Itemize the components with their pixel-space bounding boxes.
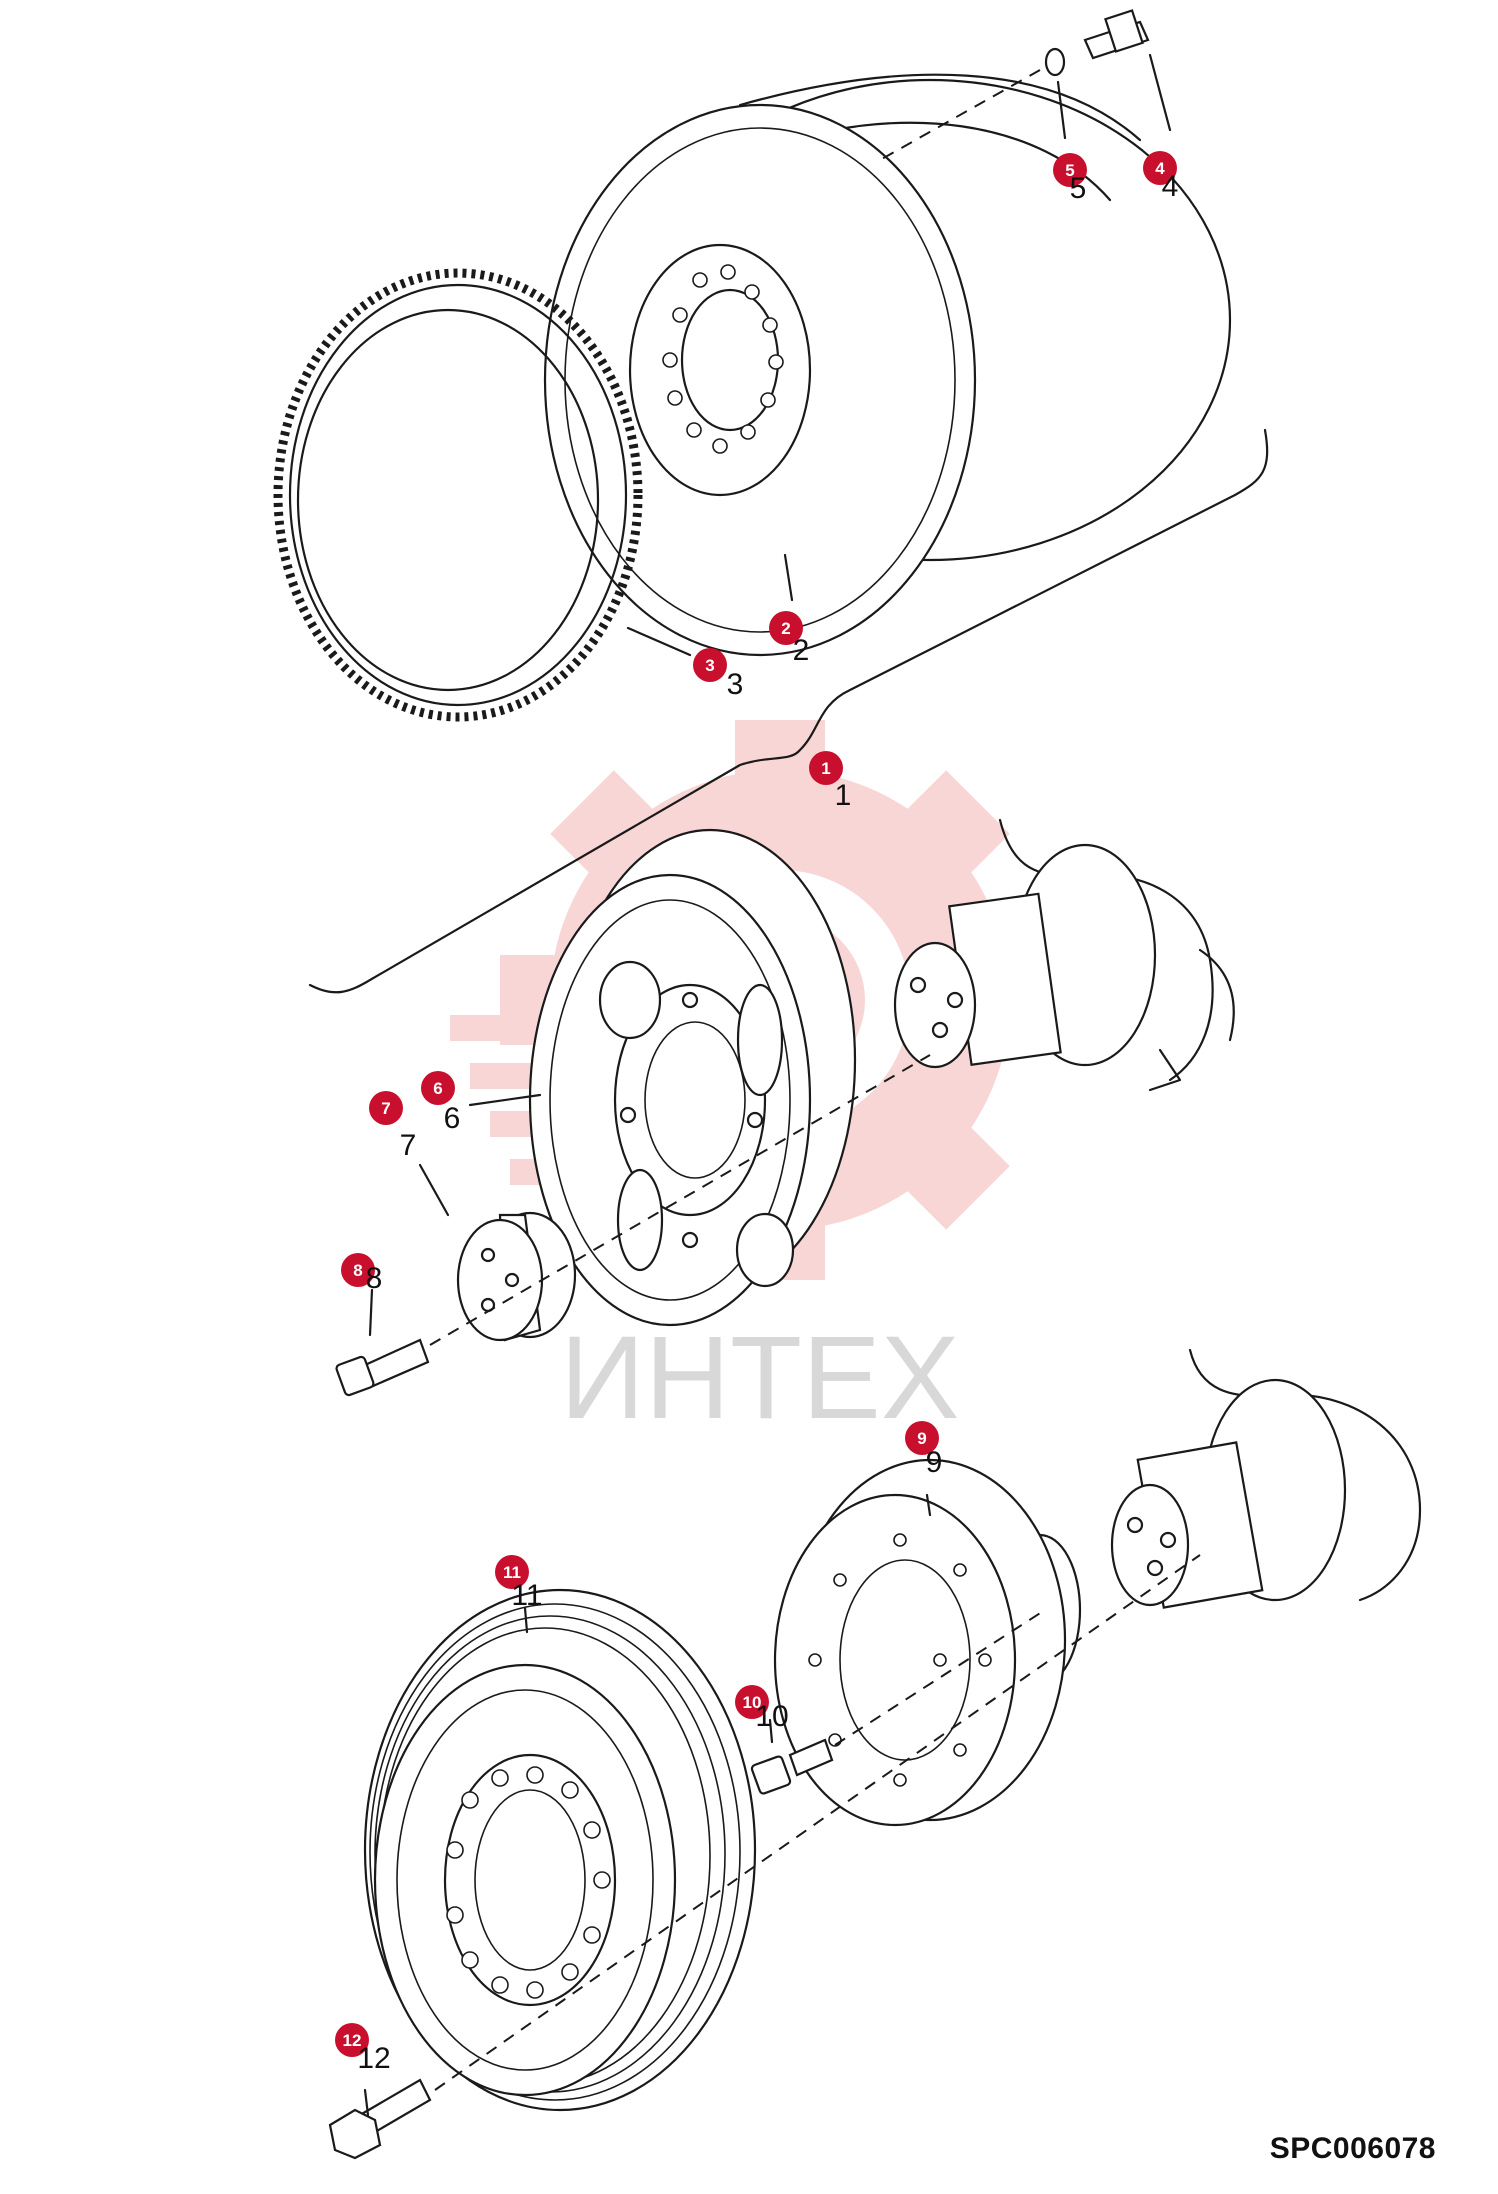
callout-badge bbox=[735, 1685, 769, 1719]
callout-badge bbox=[809, 751, 843, 785]
callout-number-label: 6 bbox=[444, 1102, 461, 1135]
crankshaft-upper bbox=[893, 818, 1235, 1092]
callout-badge-number: 4 bbox=[1155, 159, 1165, 178]
callout-badge-number: 3 bbox=[705, 656, 714, 675]
callout-5[interactable]: 5 5 bbox=[1053, 153, 1087, 205]
assembly-bracket-line bbox=[308, 428, 1269, 994]
callout-7[interactable]: 7 7 bbox=[369, 1091, 416, 1162]
callout-badge-number: 8 bbox=[353, 1261, 362, 1280]
callout-number-label: 1 bbox=[835, 779, 852, 812]
flywheel-washer bbox=[1044, 47, 1066, 77]
callout-10[interactable]: 10 10 bbox=[735, 1685, 789, 1733]
callout-badge bbox=[693, 648, 727, 682]
callout-badge bbox=[369, 1091, 403, 1125]
drawing-code: SPC006078 bbox=[1269, 2132, 1436, 2165]
callout-badge bbox=[341, 1253, 375, 1287]
callout-badge-number: 9 bbox=[917, 1429, 926, 1448]
callout-badge-number: 7 bbox=[381, 1099, 390, 1118]
upper-pulley bbox=[528, 828, 857, 1327]
flywheel bbox=[543, 73, 1232, 657]
upper-pulley-bolt bbox=[335, 1338, 430, 1397]
lower-pulley-bolt bbox=[328, 2078, 432, 2160]
callout-number-label: 7 bbox=[400, 1129, 417, 1162]
watermark-text: ИНТЕХ bbox=[560, 1312, 960, 1444]
damper-bolt bbox=[750, 1738, 834, 1795]
crankshaft-lower bbox=[1110, 1348, 1422, 1609]
callout-number-label: 11 bbox=[511, 1579, 542, 1612]
callout-6[interactable]: 6 6 bbox=[421, 1071, 460, 1135]
callout-badge bbox=[905, 1421, 939, 1455]
callout-badge bbox=[495, 1555, 529, 1589]
callout-number-label: 3 bbox=[727, 668, 744, 701]
callout-2[interactable]: 2 2 bbox=[769, 611, 809, 667]
vibration-damper bbox=[773, 1458, 1082, 1827]
callout-number-label: 9 bbox=[926, 1446, 943, 1479]
callout-badge bbox=[1053, 153, 1087, 187]
ring-gear bbox=[273, 268, 643, 722]
callout-number-label: 4 bbox=[1162, 170, 1179, 203]
spacer-hub bbox=[456, 1211, 577, 1342]
callout-badge bbox=[335, 2023, 369, 2057]
callout-number-label: 8 bbox=[366, 1262, 383, 1295]
lower-axis-line bbox=[434, 1554, 1201, 2091]
callout-badge-number: 5 bbox=[1065, 161, 1074, 180]
callout-number-label: 2 bbox=[793, 634, 810, 667]
callout-9[interactable]: 9 9 bbox=[905, 1421, 942, 1479]
callout-number-label: 5 bbox=[1070, 172, 1087, 205]
flywheel-bolt bbox=[1083, 9, 1150, 60]
leader-lines bbox=[363, 53, 1172, 2117]
callout-1[interactable]: 1 1 bbox=[809, 751, 851, 812]
callout-12[interactable]: 12 12 bbox=[335, 2023, 391, 2075]
callout-badge bbox=[769, 611, 803, 645]
callout-4[interactable]: 4 4 bbox=[1143, 151, 1178, 203]
callout-badge-number: 2 bbox=[781, 619, 790, 638]
callout-number-label: 10 bbox=[755, 1700, 788, 1733]
callout-number-label: 12 bbox=[357, 2042, 390, 2075]
callout-8[interactable]: 8 8 bbox=[341, 1253, 382, 1295]
callout-badge-number: 10 bbox=[743, 1693, 762, 1712]
callout-3[interactable]: 3 3 bbox=[693, 648, 743, 701]
lower-pulley bbox=[363, 1588, 757, 2112]
callout-badge-number: 1 bbox=[821, 759, 830, 778]
callout-11[interactable]: 11 11 bbox=[495, 1555, 543, 1612]
callout-badge bbox=[1143, 151, 1177, 185]
bolt-axis-line bbox=[879, 69, 1041, 161]
callout-badge-number: 12 bbox=[343, 2031, 362, 2050]
callout-badge-number: 11 bbox=[503, 1563, 521, 1582]
callout-badge bbox=[421, 1071, 455, 1105]
callout-badge-number: 6 bbox=[433, 1079, 442, 1098]
